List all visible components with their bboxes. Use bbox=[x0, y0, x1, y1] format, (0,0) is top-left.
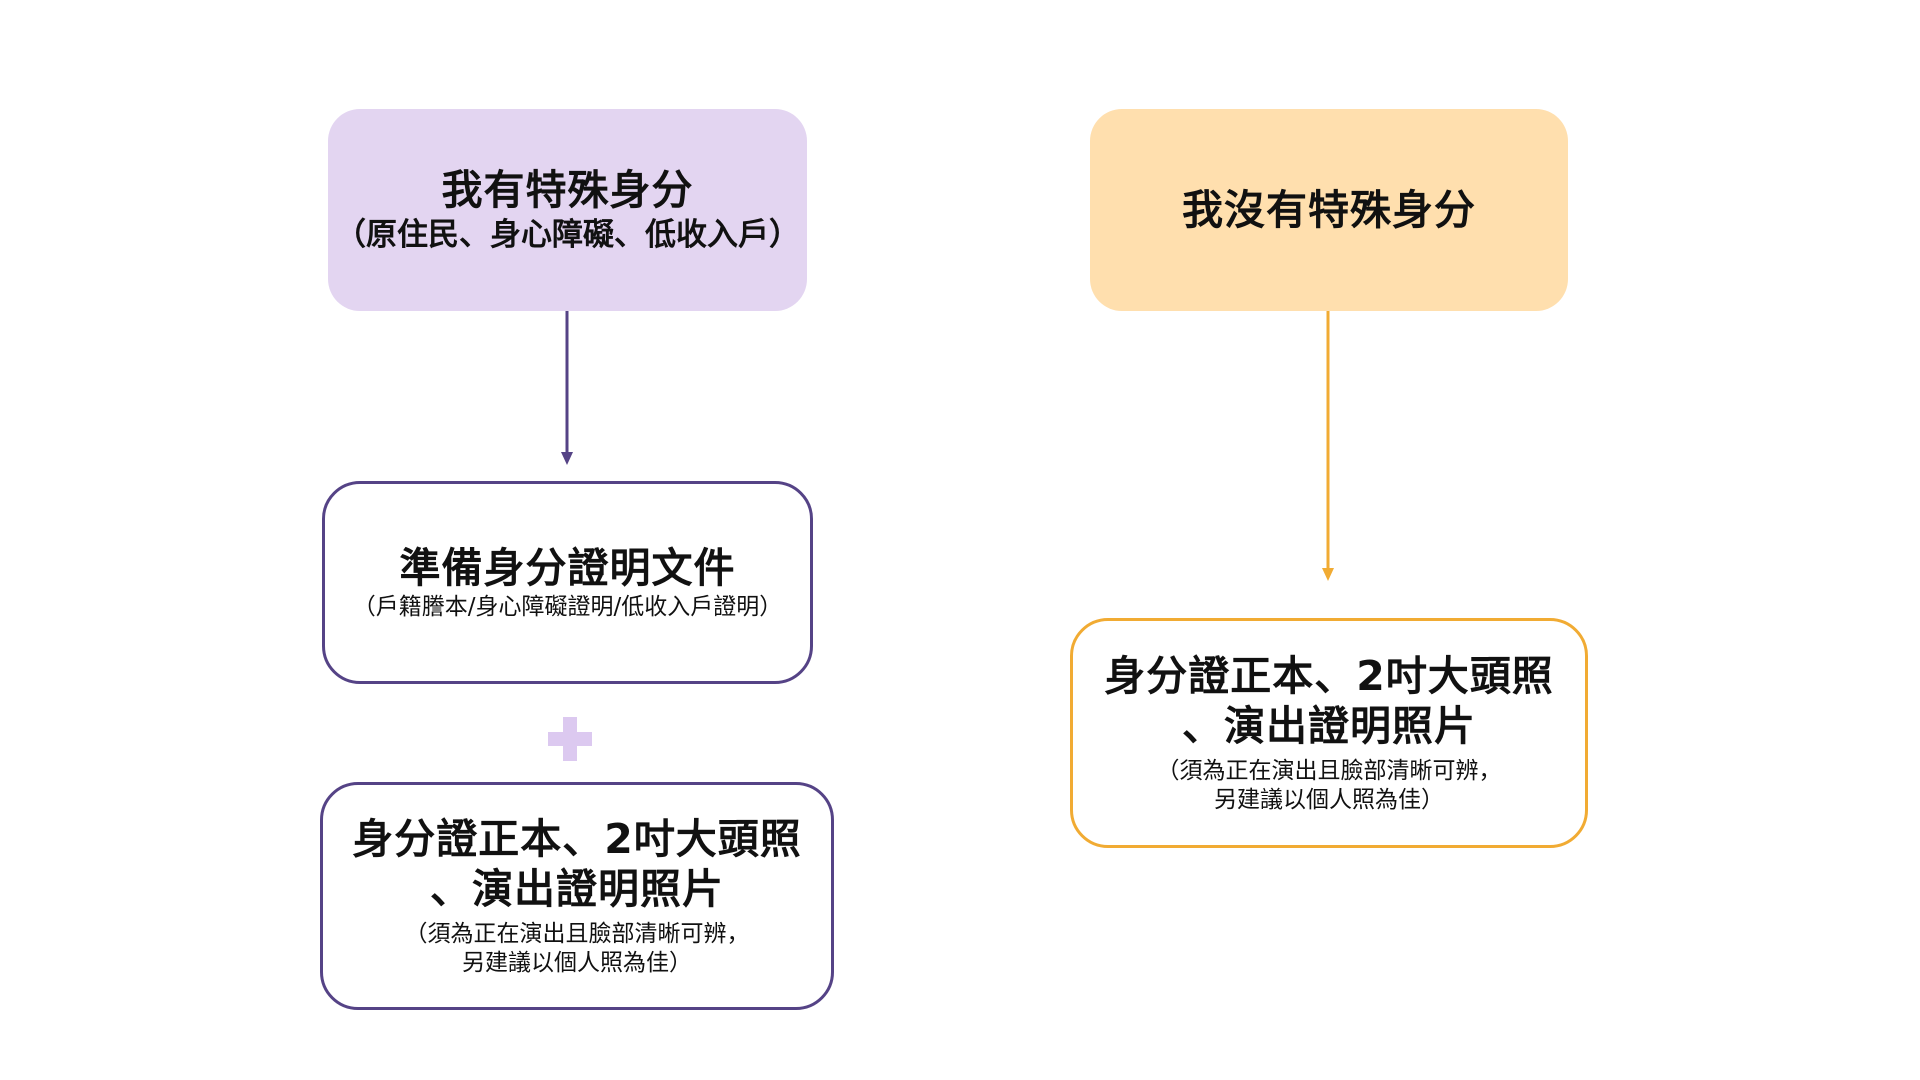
right-arrow bbox=[1322, 311, 1334, 581]
right-id-photo-title-line2: 、演出證明照片 bbox=[1182, 702, 1476, 751]
left-id-photo-note-line2: 另建議以個人照為佳） bbox=[462, 950, 692, 977]
left-id-photo-note-line1: （須為正在演出且臉部清晰可辨， bbox=[404, 921, 750, 948]
prepare-documents-subtitle: （戶籍謄本/身心障礙證明/低收入戶證明） bbox=[352, 593, 783, 620]
special-status-box: 我有特殊身分 （原住民、身心障礙、低收入戶） bbox=[328, 109, 807, 311]
right-id-photo-title-line1: 身分證正本、2吋大頭照 bbox=[1104, 652, 1554, 701]
left-id-photo-box: 身分證正本、2吋大頭照 、演出證明照片 （須為正在演出且臉部清晰可辨， 另建議以… bbox=[320, 782, 834, 1010]
left-id-photo-title-line1: 身分證正本、2吋大頭照 bbox=[352, 815, 802, 864]
left-id-photo-note: （須為正在演出且臉部清晰可辨， 另建議以個人照為佳） bbox=[405, 920, 750, 978]
prepare-documents-box: 準備身分證明文件 （戶籍謄本/身心障礙證明/低收入戶證明） bbox=[322, 481, 813, 684]
special-status-title: 我有特殊身分 bbox=[441, 165, 694, 214]
left-id-photo-title-line2: 、演出證明照片 bbox=[430, 865, 724, 914]
prepare-documents-title: 準備身分證明文件 bbox=[399, 543, 736, 592]
right-id-photo-note: （須為正在演出且臉部清晰可辨， 另建議以個人照為佳） bbox=[1157, 757, 1502, 815]
special-status-subtitle: （原住民、身心障礙、低收入戶） bbox=[335, 216, 800, 253]
plus-icon bbox=[548, 717, 592, 761]
right-id-photo-note-line2: 另建議以個人照為佳） bbox=[1214, 787, 1444, 814]
right-id-photo-box: 身分證正本、2吋大頭照 、演出證明照片 （須為正在演出且臉部清晰可辨， 另建議以… bbox=[1070, 618, 1588, 848]
left-arrow bbox=[561, 311, 573, 465]
no-special-status-title: 我沒有特殊身分 bbox=[1182, 185, 1476, 234]
right-id-photo-note-line1: （須為正在演出且臉部清晰可辨， bbox=[1156, 758, 1502, 785]
no-special-status-box: 我沒有特殊身分 bbox=[1090, 109, 1568, 311]
